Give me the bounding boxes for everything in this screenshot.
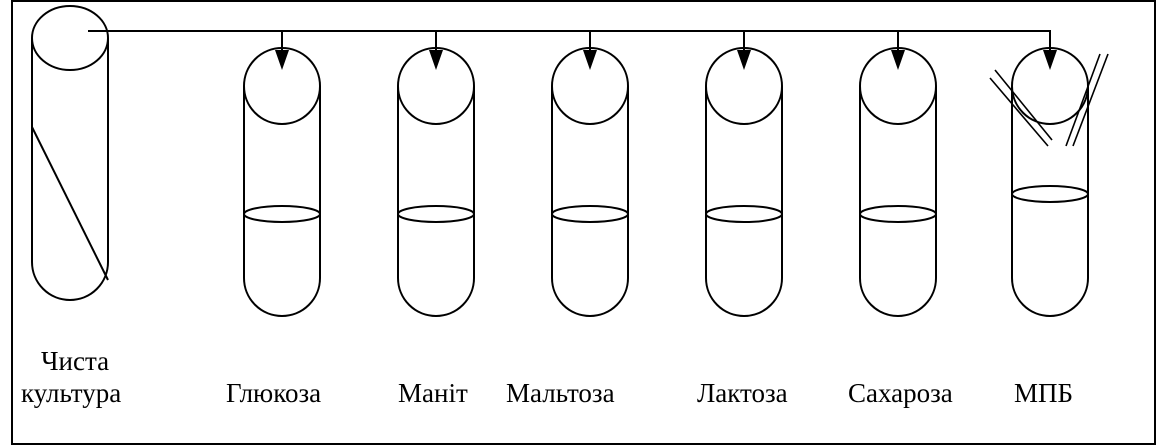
liquid-surface: [705, 205, 783, 223]
liquid-surface: [551, 205, 629, 223]
tube-label-maltose: Мальтоза: [506, 378, 615, 408]
test-tube-lactose: [705, 31, 783, 317]
source-label-line1: Чиста: [41, 346, 110, 376]
tube-label-sucrose: Сахароза: [848, 378, 953, 408]
tube-body: [859, 86, 937, 317]
tube-label-glucose: Глюкоза: [226, 378, 322, 408]
tube-body: [705, 86, 783, 317]
inoculation-arrowhead: [1043, 50, 1057, 70]
tube-label-lactose: Лактоза: [697, 378, 788, 408]
liquid-surface: [1011, 185, 1089, 203]
source-tube-body: [31, 38, 109, 301]
tube-label-mannitol: Маніт: [398, 378, 468, 408]
source-culture-tube: [31, 5, 109, 301]
inoculation-arrowhead: [275, 50, 289, 70]
pipette-right: [1065, 53, 1109, 147]
source-culture-label: Чиста культура: [21, 345, 121, 409]
pipette-left: [989, 69, 1053, 147]
inoculation-arrowhead: [891, 50, 905, 70]
liquid-surface: [243, 205, 321, 223]
tube-body: [243, 86, 321, 317]
tube-body: [1011, 86, 1089, 317]
liquid-surface: [859, 205, 937, 223]
diagram-frame: [11, 0, 1156, 445]
test-tube-maltose: [551, 31, 629, 317]
test-tube-sucrose: [859, 31, 937, 317]
test-tube-mannitol: [397, 31, 475, 317]
source-tube-opening: [31, 5, 109, 71]
tube-body: [397, 86, 475, 317]
source-slant-line: [31, 126, 109, 281]
inoculation-arrowhead: [429, 50, 443, 70]
test-tubes-group: [243, 31, 1089, 317]
pipettes: [989, 53, 1109, 147]
test-tube-mpb: [1011, 31, 1089, 317]
liquid-surface: [397, 205, 475, 223]
inoculation-arrowhead: [737, 50, 751, 70]
source-label-line2: культура: [21, 378, 122, 408]
inoculation-arrowhead: [583, 50, 597, 70]
tube-body: [551, 86, 629, 317]
tube-label-mpb: МПБ: [1014, 378, 1074, 408]
test-tube-glucose: [243, 31, 321, 317]
